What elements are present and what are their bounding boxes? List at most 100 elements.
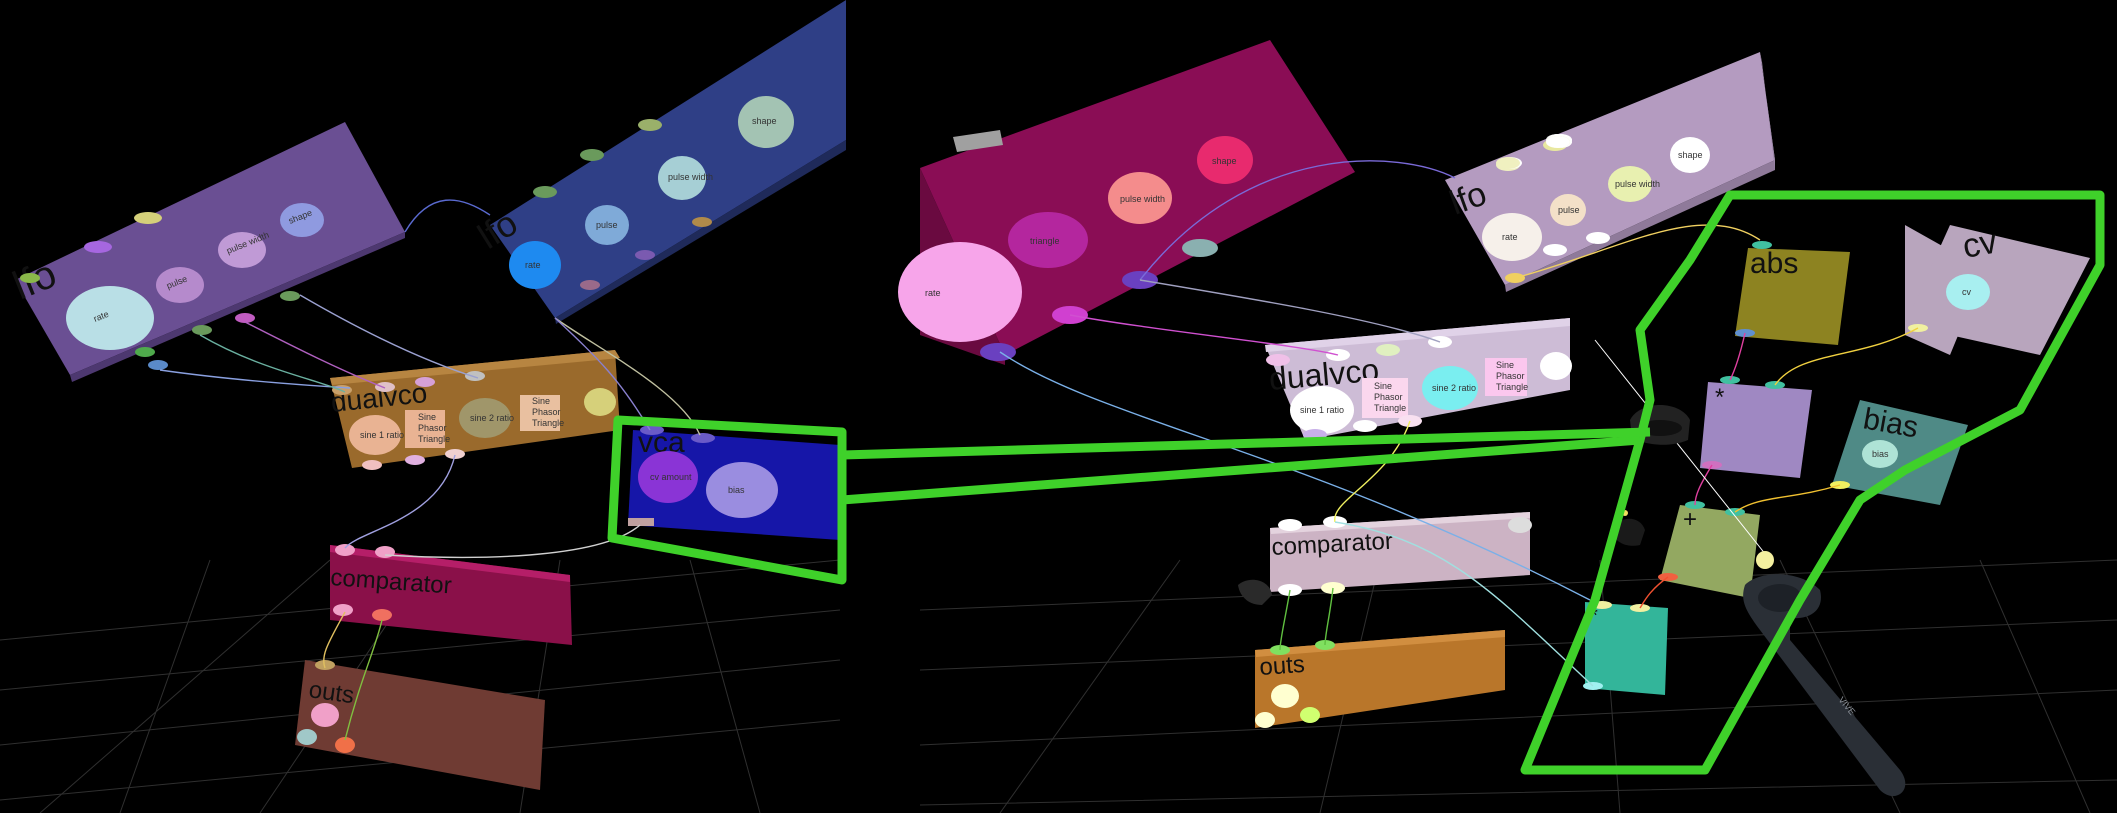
jack[interactable] (335, 737, 355, 753)
svg-text:pulse width: pulse width (1120, 194, 1165, 204)
jack[interactable] (375, 546, 395, 558)
jack[interactable] (635, 250, 655, 260)
abs-title: abs (1750, 247, 1798, 280)
jack[interactable] (362, 460, 382, 470)
jack[interactable] (1543, 244, 1567, 256)
comparator-module-right[interactable]: comparator (1270, 512, 1532, 596)
vca-module[interactable]: vca cv amount bias (628, 425, 840, 540)
jack[interactable] (415, 377, 435, 387)
jack[interactable] (372, 609, 392, 621)
triangle-knob[interactable] (1008, 212, 1088, 268)
jack[interactable] (84, 241, 112, 253)
knob[interactable] (1540, 352, 1572, 380)
add-module[interactable]: + (1658, 501, 1760, 598)
jack[interactable] (692, 217, 712, 227)
jack[interactable] (533, 186, 557, 198)
waveform-switch[interactable] (1362, 378, 1408, 418)
rate-knob[interactable] (898, 242, 1022, 342)
knob[interactable] (584, 388, 616, 416)
bias-knob[interactable] (1862, 440, 1898, 468)
jack[interactable] (580, 149, 604, 161)
jack[interactable] (311, 703, 339, 727)
jack[interactable] (1300, 707, 1320, 723)
lfo-module-blue[interactable]: lfo rate pulse pulse width shape (471, 0, 846, 324)
pulse-width-knob[interactable] (218, 232, 266, 268)
jack[interactable] (280, 291, 300, 301)
jack[interactable] (628, 518, 654, 526)
jack[interactable] (445, 449, 465, 459)
pulse-width-knob[interactable] (1108, 172, 1172, 224)
jack[interactable] (335, 544, 355, 556)
jack[interactable] (640, 425, 664, 435)
mult-module-2[interactable]: * (1583, 601, 1668, 695)
jack[interactable] (235, 313, 255, 323)
svg-text:Phasor: Phasor (532, 407, 561, 417)
mult-title: * (1715, 384, 1724, 411)
shape-knob[interactable] (1197, 136, 1253, 184)
jack[interactable] (405, 455, 425, 465)
waveform-switch[interactable] (405, 410, 445, 448)
cv-knob[interactable] (1946, 274, 1990, 310)
svg-text:Sine: Sine (1496, 360, 1514, 370)
jack[interactable] (1182, 239, 1218, 257)
abs-module[interactable]: abs (1735, 241, 1850, 345)
jack[interactable] (465, 371, 485, 381)
outs-module-right[interactable]: outs (1255, 630, 1505, 728)
jack[interactable] (638, 119, 662, 131)
lfo-module-right[interactable]: lfo rate pulse pulse width shape (1445, 52, 1775, 292)
shape-knob[interactable] (280, 203, 324, 237)
comparator-module-left[interactable]: comparator (330, 544, 572, 645)
jack[interactable] (20, 273, 40, 283)
outs-title: outs (1259, 651, 1306, 681)
jack[interactable] (134, 212, 162, 224)
pulse-width-knob[interactable] (658, 156, 706, 200)
vive-controller-icon[interactable]: VIVE (1743, 551, 1906, 797)
jack[interactable] (1353, 420, 1377, 432)
jack[interactable] (1266, 354, 1290, 366)
shape-knob[interactable] (738, 96, 794, 148)
jack[interactable] (1271, 684, 1299, 708)
jack[interactable] (1586, 232, 1610, 244)
bias-module[interactable]: bias bias (1830, 400, 1968, 505)
mult-module[interactable]: * (1700, 376, 1812, 478)
jack[interactable] (1255, 712, 1275, 728)
jack[interactable] (333, 604, 353, 616)
jack[interactable] (1278, 519, 1302, 531)
dualvco-module-right[interactable]: dualvco sine 1 ratio Sine Phasor Triangl… (1265, 318, 1572, 441)
cv-module[interactable]: cv cv (1905, 223, 2090, 355)
jack[interactable] (580, 280, 600, 290)
rate-knob[interactable] (509, 241, 561, 289)
waveform-switch[interactable] (1485, 358, 1527, 396)
jack[interactable] (192, 325, 212, 335)
knob[interactable] (1508, 517, 1532, 533)
lfo-module-left[interactable]: lfo rate pulse pulse width shape (7, 122, 405, 382)
outs-module-left[interactable]: outs (295, 660, 545, 790)
sine-2-ratio-knob[interactable] (1422, 366, 1478, 410)
pulse-width-knob[interactable] (1608, 166, 1652, 202)
jack[interactable] (135, 347, 155, 357)
jack[interactable] (297, 729, 317, 745)
jack[interactable] (315, 660, 335, 670)
jack[interactable] (375, 382, 395, 392)
jack[interactable] (1546, 136, 1570, 148)
rate-knob[interactable] (66, 286, 154, 350)
shape-knob[interactable] (1670, 137, 1710, 173)
pulse-knob[interactable] (585, 205, 629, 245)
jack[interactable] (148, 360, 168, 370)
cv-amount-knob[interactable] (638, 451, 698, 503)
jack[interactable] (691, 433, 715, 443)
dualvco-module-left[interactable]: dualvco sine 1 ratio Sine Phasor Triangl… (329, 350, 620, 470)
jack[interactable] (1496, 157, 1520, 169)
jack[interactable] (1752, 241, 1772, 249)
bias-knob[interactable] (706, 462, 778, 518)
sine-2-ratio-knob[interactable] (459, 398, 511, 438)
pulse-knob[interactable] (1550, 194, 1586, 226)
jack[interactable] (1376, 344, 1400, 356)
pink-module[interactable]: rate triangle pulse width shape (898, 40, 1355, 365)
sine-1-ratio-knob[interactable] (349, 415, 401, 455)
svg-text:rate: rate (525, 260, 541, 270)
sine-1-ratio-knob[interactable] (1290, 386, 1354, 434)
pulse-knob[interactable] (156, 267, 204, 303)
waveform-switch[interactable] (520, 395, 560, 431)
rate-knob[interactable] (1482, 213, 1542, 261)
